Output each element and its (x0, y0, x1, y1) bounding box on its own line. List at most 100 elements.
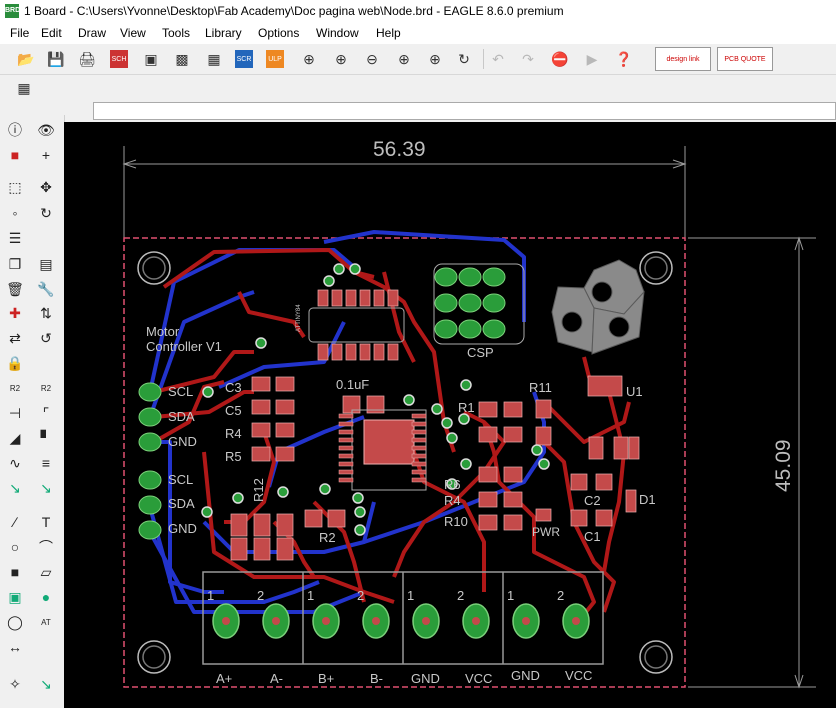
undo-icon[interactable]: ↶ (492, 50, 504, 67)
ratsnest-icon[interactable]: ✧ (9, 675, 21, 692)
menu-tools[interactable]: Tools (162, 26, 191, 40)
replace-icon[interactable]: ⇅ (40, 304, 52, 321)
manufacturing-icon[interactable]: ▩ (175, 50, 189, 67)
split-icon[interactable]: ⊣ (8, 404, 22, 421)
rotate-icon[interactable]: ↻ (40, 204, 52, 221)
via-icon[interactable]: ● (41, 589, 51, 605)
open-icon[interactable]: 📂 (17, 50, 35, 67)
label-r1: R1 (458, 400, 475, 415)
terminal-2-pin1: 1 (307, 588, 315, 603)
zoom-last-icon[interactable]: ⊕ (429, 50, 441, 67)
paste-icon[interactable]: ▤ (39, 255, 53, 272)
zoom-fit-icon[interactable]: ⊕ (303, 50, 315, 67)
attribute-icon[interactable]: AT (41, 617, 51, 627)
label-r12: R12 (251, 478, 266, 502)
arc-icon[interactable]: ⌒ (39, 539, 53, 555)
value-change-icon[interactable]: R2 (40, 383, 52, 393)
menu-edit[interactable]: Edit (41, 26, 62, 40)
label-sda-1: SDA (168, 409, 195, 424)
add-icon[interactable]: ✚ (9, 304, 21, 321)
text-icon[interactable]: T (41, 514, 51, 530)
redraw-icon[interactable]: ↻ (458, 50, 470, 67)
pcb-quote-button[interactable]: PCB QUOTE (717, 47, 773, 71)
save-icon[interactable]: 💾 (47, 50, 65, 67)
rectangle-icon[interactable]: ■ (10, 564, 20, 580)
terminal-4-pin1: 1 (507, 588, 515, 603)
mirror-icon[interactable]: ◦ (12, 205, 18, 221)
main-toolbar: 📂 💾 🖨 SCH ▣ ▩ ▦ SCR ULP ⊕ ⊕ ⊖ ⊕ ⊕ ↻ ↶ ↷ … (0, 44, 836, 75)
hole-icon[interactable]: ◯ (7, 613, 23, 630)
terminal-1-pin2: 2 (257, 588, 265, 603)
menu-file[interactable]: File (10, 26, 30, 40)
terminal-3-pin2: 2 (457, 588, 465, 603)
layer-stack-icon[interactable]: ▣ (8, 588, 22, 605)
label-c5: C5 (225, 403, 242, 418)
eagle-app-icon: BRD (5, 4, 20, 18)
terminal-label-vcc-2: VCC (565, 668, 593, 683)
zoom-in-icon[interactable]: ⊕ (335, 50, 347, 67)
info-icon[interactable]: ⓘ (8, 122, 22, 138)
show-icon[interactable]: 👁 (37, 121, 55, 138)
script-icon[interactable]: SCR (235, 50, 253, 68)
stop-icon[interactable]: ⛔ (551, 50, 569, 67)
value-icon[interactable]: R2 (9, 383, 21, 393)
wire-icon[interactable]: ∕ (13, 514, 17, 530)
ripup-icon[interactable]: ↘ (40, 479, 52, 496)
smash-icon[interactable]: ↺ (40, 329, 52, 346)
change-icon[interactable]: 🔧 (37, 280, 55, 297)
label-r11: R11 (529, 380, 552, 395)
terminal-label-gnd-1: GND (411, 671, 440, 686)
zoom-out-icon[interactable]: ⊖ (366, 50, 378, 67)
terminal-label-gnd-2: GND (511, 668, 540, 683)
move-icon[interactable]: ✥ (40, 178, 52, 195)
autorouter-icon[interactable]: ↘ (40, 675, 52, 692)
design-link-button[interactable]: design link (655, 47, 711, 71)
go-icon[interactable]: ▶ (586, 50, 598, 67)
meander-icon[interactable]: ∿ (9, 454, 21, 471)
menu-library[interactable]: Library (205, 26, 242, 40)
circle-icon[interactable]: ○ (10, 539, 20, 555)
mark-icon[interactable]: + (41, 147, 51, 163)
name-icon[interactable]: ⇄ (9, 329, 21, 346)
board-canvas[interactable]: 56.39 45.09 Motor Controller V1 SCL SDA … (64, 122, 836, 708)
label-u1: U1 (626, 384, 643, 399)
zoom-select-icon[interactable]: ⊕ (398, 50, 410, 67)
label-r4-right: R4 (444, 493, 461, 508)
lock-icon[interactable]: 🔒 (6, 354, 24, 371)
height-dimension-label: 45.09 (772, 439, 795, 492)
redo-icon[interactable]: ↷ (522, 50, 534, 67)
sch-brd-switch-icon[interactable]: SCH (110, 50, 128, 68)
miter-icon[interactable]: ⌜ (42, 404, 50, 421)
delete-icon[interactable]: 🗑 (6, 280, 24, 297)
help-icon[interactable]: ❓ (615, 50, 633, 67)
menu-help[interactable]: Help (376, 26, 401, 40)
copy-icon[interactable]: ❐ (8, 255, 22, 272)
slice-icon[interactable]: ◢ (9, 429, 21, 446)
grid-icon[interactable]: ▦ (17, 79, 31, 96)
cam-icon[interactable]: ▣ (144, 50, 158, 67)
bus-icon[interactable]: ≡ (41, 455, 51, 471)
label-r10: R10 (444, 514, 468, 529)
optimize-icon[interactable]: ▘ (40, 429, 52, 446)
label-attiny84: ATTINY84 (296, 304, 302, 332)
library-icon[interactable]: ▦ (207, 50, 221, 67)
menu-view[interactable]: View (120, 26, 146, 40)
mounting-holes (137, 251, 673, 674)
polygon-icon[interactable]: ▱ (40, 563, 52, 580)
command-input[interactable] (93, 102, 836, 120)
label-c1: C1 (584, 529, 601, 544)
terminal-label-vcc-1: VCC (465, 671, 493, 686)
menu-draw[interactable]: Draw (78, 26, 107, 40)
menu-window[interactable]: Window (316, 26, 359, 40)
select-icon[interactable]: ⬚ (8, 178, 22, 195)
align-icon[interactable]: ☰ (8, 229, 22, 246)
dimension-icon[interactable]: ↔ (8, 639, 22, 655)
route-icon[interactable]: ↘ (9, 479, 21, 496)
print-icon[interactable]: 🖨 (78, 50, 96, 67)
ulp-icon[interactable]: ULP (266, 50, 284, 68)
terminal-label-a-minus: A- (270, 671, 283, 686)
terminal-3-pin1: 1 (407, 588, 415, 603)
screw-terminals (202, 571, 604, 665)
display-layers-icon[interactable]: ■ (10, 147, 20, 163)
menu-options[interactable]: Options (258, 26, 300, 40)
